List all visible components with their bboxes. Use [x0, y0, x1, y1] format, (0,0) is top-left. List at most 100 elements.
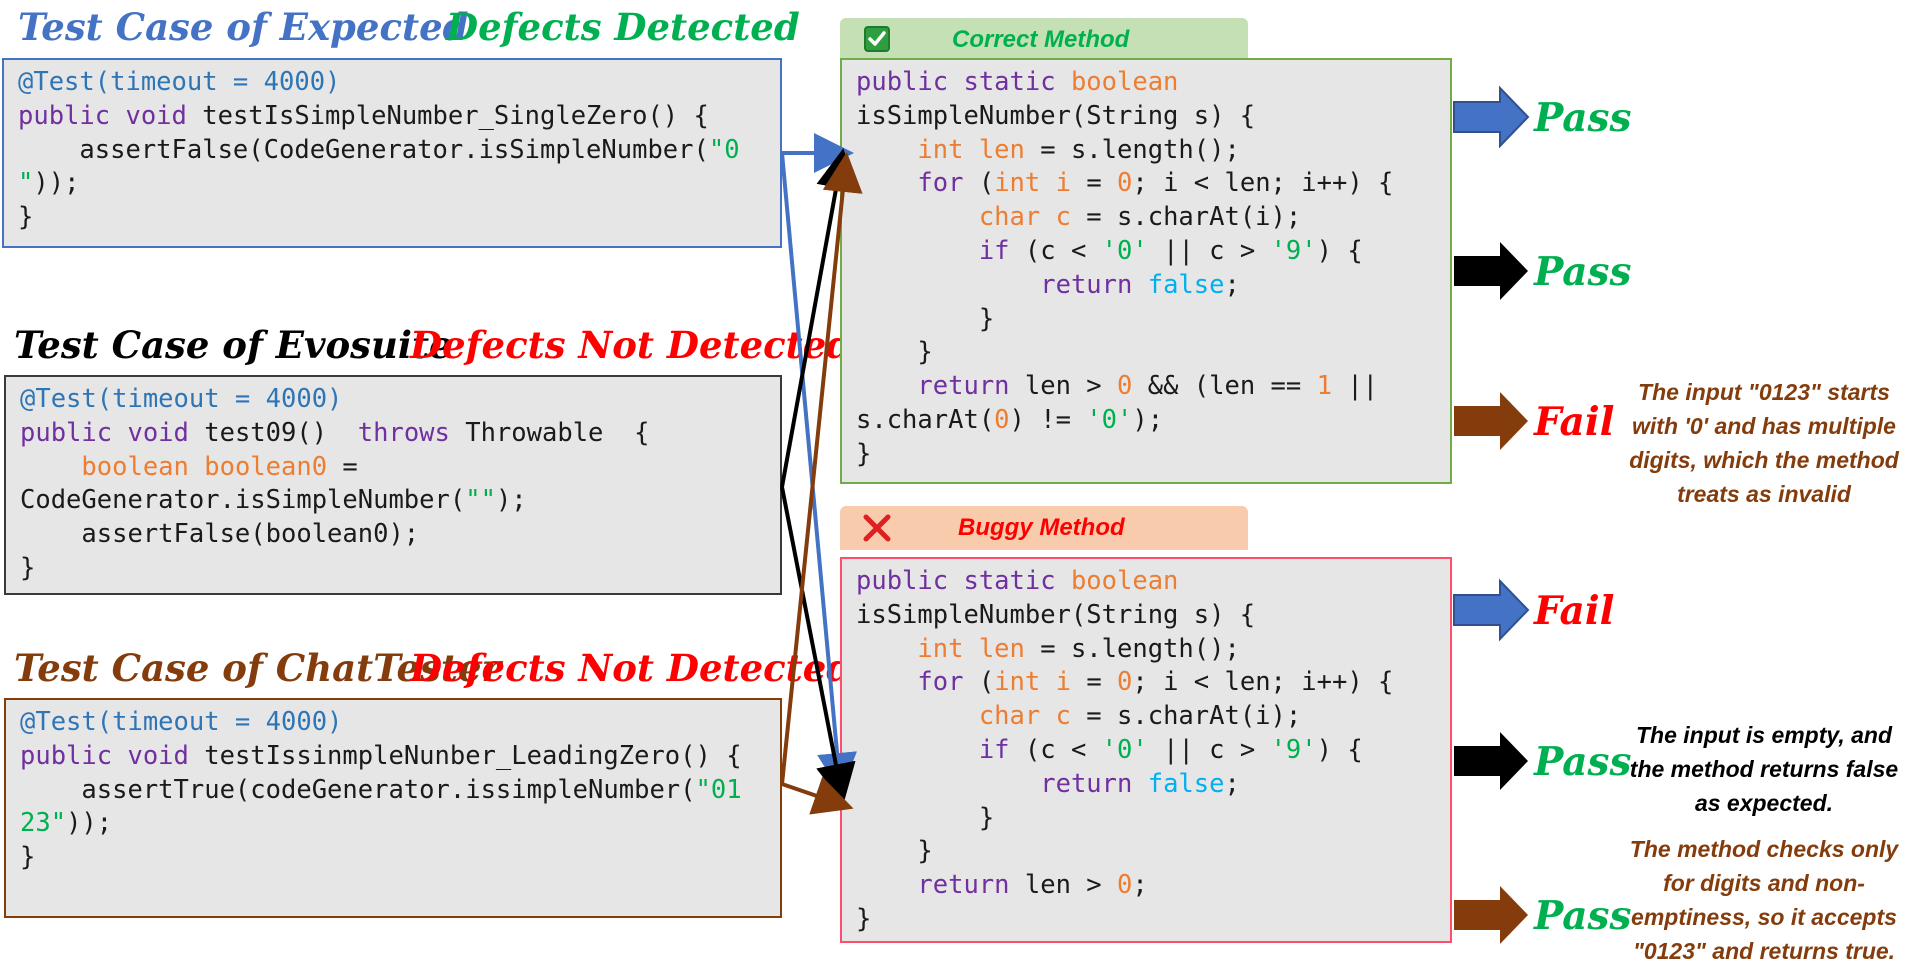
code-token: }: [856, 303, 995, 334]
code-token: }: [856, 836, 933, 867]
buggy-method-code: public static boolean isSimpleNumber(Str…: [856, 565, 1450, 937]
code-token: testIsSimpleNumber_SingleZero() {: [202, 100, 709, 131]
code-token: @Test(timeout = 4000): [18, 67, 341, 97]
evosuite-status-label: Defects Not Detected: [410, 323, 853, 367]
code-token: 23": [20, 808, 67, 839]
buggy-expected-verdict: Fail: [1534, 588, 1615, 634]
code-token: test09(): [204, 417, 358, 448]
code-token: '0': [1101, 734, 1148, 765]
code-token: ; i < len; i++) {: [1132, 168, 1394, 199]
evosuite-to-buggy-arrow: [780, 486, 856, 804]
code-token: public void: [18, 100, 203, 131]
code-token: @Test(timeout = 4000): [20, 707, 343, 737]
code-token: 0: [1117, 371, 1133, 402]
code-token: || c >: [1147, 734, 1271, 765]
code-token: @Test(timeout = 4000): [20, 384, 343, 414]
code-token: }: [856, 802, 995, 833]
code-token: && (len ==: [1132, 371, 1317, 402]
buggy-chattester-result-arrow: [1454, 886, 1528, 944]
chattester-test-code-box: @Test(timeout = 4000) public void testIs…: [4, 698, 782, 918]
code-token: );: [1132, 404, 1164, 435]
code-token: len >: [1009, 870, 1118, 901]
explanation-line: for digits and non-: [1663, 870, 1865, 896]
code-token: '9': [1270, 235, 1317, 266]
code-token: =: [1070, 667, 1118, 698]
expected-to-buggy-arrow: [780, 152, 857, 793]
code-token: boolean: [1070, 566, 1179, 596]
code-token: public static: [856, 67, 1071, 97]
code-token: =: [1070, 168, 1118, 199]
evosuite-test-heading: Test Case of Evosuite: [14, 323, 453, 367]
code-token: ) !=: [1009, 404, 1087, 435]
code-token: }: [20, 842, 36, 873]
expected-status-label: Defects Detected: [446, 5, 800, 49]
buggy-method-code-box: public static boolean isSimpleNumber(Str…: [840, 557, 1452, 943]
code-token: (c <: [1009, 235, 1102, 266]
code-token: CodeGenerator.isSimpleNumber(: [20, 485, 466, 516]
code-token: assertFalse(CodeGenerator.isSimpleNumber…: [18, 134, 709, 165]
code-token: = s.length();: [1024, 134, 1240, 165]
code-token: char c: [978, 701, 1071, 732]
code-token: testIssinmpleNunber_LeadingZero() {: [204, 740, 742, 771]
explanation-line: treats as invalid: [1677, 481, 1851, 507]
code-token: 0: [1117, 667, 1133, 698]
code-token: throws: [357, 417, 450, 448]
code-token: }: [856, 903, 872, 934]
code-token: }: [18, 202, 34, 233]
code-token: || c >: [1147, 235, 1271, 266]
code-token: isSimpleNumber(String s) {: [856, 599, 1256, 630]
buggy-method-tab: Buggy Method: [840, 506, 1248, 550]
code-token: ||: [1331, 371, 1379, 402]
code-token: '9': [1270, 734, 1317, 765]
code-token: for: [917, 667, 964, 698]
code-token: len >: [1009, 371, 1118, 402]
code-token: char c: [978, 202, 1071, 233]
correct-expected-verdict: Pass: [1534, 95, 1632, 141]
explanation-line: with '0' and has multiple: [1632, 413, 1896, 439]
code-token: (: [963, 667, 995, 698]
evosuite-test-code: @Test(timeout = 4000) public void test09…: [20, 383, 780, 586]
explanation-line: the method returns false: [1629, 756, 1899, 782]
correct-method-code-box: public static boolean isSimpleNumber(Str…: [840, 58, 1452, 484]
buggy-method-title: Buggy Method: [958, 514, 1125, 541]
chattester-to-buggy-arrow: [781, 776, 854, 815]
code-token: ));: [66, 808, 113, 839]
correct-method-title: Correct Method: [952, 26, 1130, 53]
chattester-test-heading: Test Case of ChatTester: [14, 646, 501, 690]
code-token: }: [856, 337, 933, 368]
check-icon: [864, 26, 890, 52]
evosuite-to-correct-arrow: [780, 148, 856, 488]
code-token: return: [1040, 768, 1133, 799]
correct-evosuite-verdict: Pass: [1534, 249, 1632, 295]
correct-chattester-verdict: Fail: [1534, 399, 1615, 445]
code-token: =: [327, 451, 358, 482]
code-token: );: [495, 485, 527, 516]
code-token: assertFalse(boolean0);: [20, 519, 420, 550]
code-token: public void: [20, 417, 205, 448]
explanation-line: The method checks only: [1629, 836, 1899, 862]
code-token: ;: [1224, 269, 1240, 300]
code-token: '0': [1101, 235, 1148, 266]
code-token: int len: [917, 633, 1025, 664]
code-token: Throwable {: [449, 417, 650, 448]
code-token: 0: [994, 404, 1010, 435]
buggy-evosuite-result-arrow: [1454, 732, 1528, 790]
code-token: }: [856, 438, 872, 469]
chattester-status-label: Defects Not Detected: [410, 646, 853, 690]
code-token: 0: [1117, 870, 1133, 901]
code-token: '0': [1086, 404, 1133, 435]
expected-test-heading: Test Case of Expected: [18, 5, 469, 49]
code-token: return: [917, 870, 1010, 901]
code-token: ;: [1224, 768, 1240, 799]
explanation-line: "0123" and returns true.: [1632, 938, 1896, 964]
code-token: ; i < len; i++) {: [1132, 667, 1394, 698]
code-token: ) {: [1316, 235, 1363, 266]
code-token: boolean boolean0: [81, 451, 328, 482]
expected-test-code: @Test(timeout = 4000) public void testIs…: [18, 66, 780, 235]
code-token: (c <: [1009, 734, 1102, 765]
correct-evosuite-result-arrow: [1454, 242, 1528, 300]
code-token: return: [917, 371, 1010, 402]
code-token: 1: [1316, 371, 1332, 402]
